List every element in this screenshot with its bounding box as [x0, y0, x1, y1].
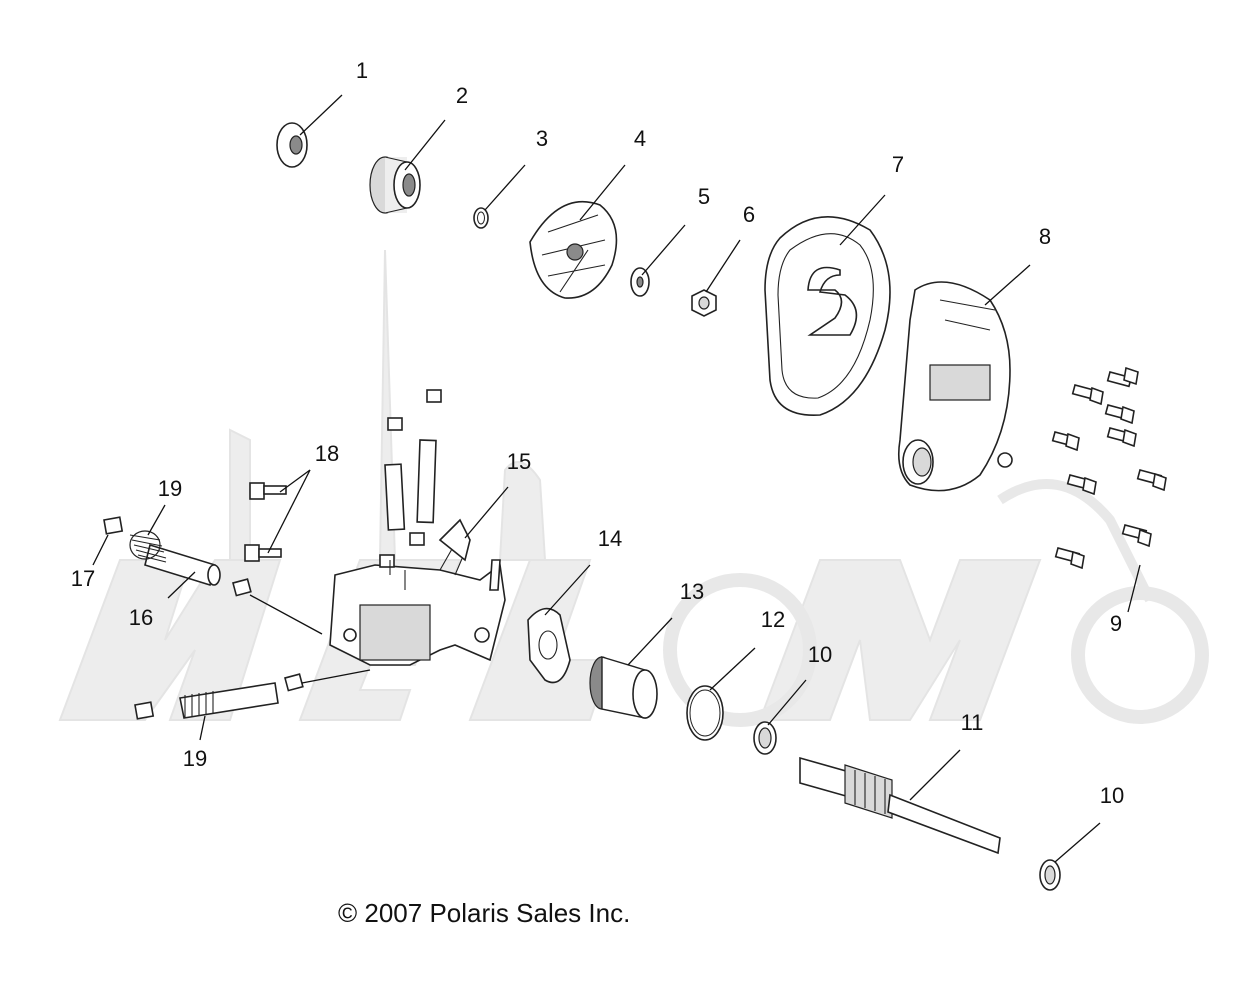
part-8-pump-cover: [897, 281, 1013, 492]
bolt: [1136, 469, 1167, 492]
part-10-washer-lower: [1039, 859, 1061, 891]
part-7-gasket: [764, 215, 891, 416]
bolt: [1066, 474, 1097, 496]
callout-9: 9: [1110, 611, 1122, 636]
bolt: [1104, 404, 1135, 425]
callout-19-upper: 19: [158, 476, 182, 501]
callout-1: 1: [356, 58, 368, 83]
bolt: [1054, 547, 1085, 570]
part-5-washer: [630, 267, 650, 297]
callout-3: 3: [536, 126, 548, 151]
callout-16: 16: [129, 605, 153, 630]
part-18-screw-lower: [244, 544, 282, 562]
bolt: [1121, 524, 1152, 548]
part-16-hose: [144, 543, 221, 587]
watermark-logo: [58, 249, 1209, 727]
bolt: [1106, 366, 1139, 388]
callout-14: 14: [598, 526, 622, 551]
part-19-spring-lower: [179, 682, 279, 719]
part-9-bolts: [1051, 366, 1167, 570]
callout-5: 5: [698, 184, 710, 209]
clamp: [232, 578, 304, 692]
callout-17: 17: [71, 566, 95, 591]
callout-2: 2: [456, 83, 468, 108]
copyright-notice: © 2007 Polaris Sales Inc.: [338, 898, 631, 928]
callout-4: 4: [634, 126, 646, 151]
part-15-oil-pump: [329, 389, 506, 666]
callout-7: 7: [892, 152, 904, 177]
part-11-shaft: [799, 756, 1001, 855]
callout-labels: 1 2 3 4 5 6 7 8 9 10 10 11 12 13 14 15 1…: [71, 58, 1124, 808]
part-2-bearing: [369, 156, 421, 214]
bolt: [1071, 384, 1104, 406]
callout-12: 12: [761, 607, 785, 632]
callout-19-lower: 19: [183, 746, 207, 771]
part-17-clamp-upper: [103, 516, 124, 535]
part-19-spring-upper: [129, 530, 167, 563]
part-13-filter: [589, 656, 658, 719]
part-4-impeller: [529, 200, 618, 299]
callout-18: 18: [315, 441, 339, 466]
part-6-nut: [691, 289, 717, 317]
callout-8: 8: [1039, 224, 1051, 249]
callout-6: 6: [743, 202, 755, 227]
part-14-gasket: [527, 607, 571, 684]
callout-10-lower: 10: [1100, 783, 1124, 808]
part-1-seal: [276, 122, 308, 168]
callout-11: 11: [961, 710, 984, 735]
part-18-screw-upper: [249, 482, 287, 500]
bolt: [1051, 431, 1080, 452]
part-10-washer-upper: [753, 721, 777, 755]
leader-lines: [92, 94, 1141, 863]
part-12-o-ring: [686, 685, 724, 741]
part-3-ring: [473, 207, 489, 229]
bolt: [1106, 427, 1137, 448]
callout-13: 13: [680, 579, 704, 604]
callout-10-upper: 10: [808, 642, 832, 667]
part-17-clamp-lower: [134, 701, 155, 720]
callout-15: 15: [507, 449, 531, 474]
